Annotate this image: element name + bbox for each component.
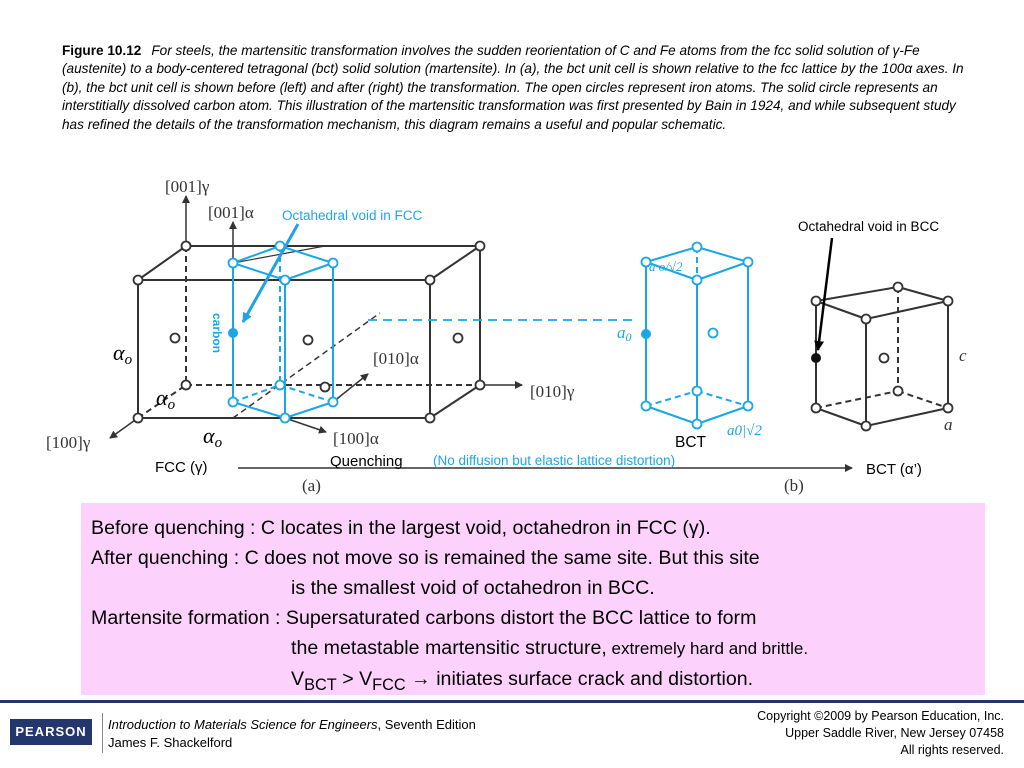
- note-line-4: Martensite formation : Supersaturated ca…: [91, 607, 757, 629]
- fcc-void-pointer: [241, 223, 300, 323]
- axes: [109, 195, 523, 439]
- martensite-diagram: [001]γ [001]α Octahedral void in FCC Oct…: [46, 177, 967, 495]
- label-part-a: (a): [302, 476, 321, 495]
- label-quenching: Quenching: [330, 453, 403, 470]
- v-symbol: V: [291, 668, 305, 690]
- label-001-alpha: [001]α: [208, 203, 254, 222]
- label-octa-fcc: Octahedral void in FCC: [282, 208, 423, 223]
- bcc-void-pointer: [814, 237, 834, 351]
- label-quench-note: (No diffusion but elastic lattice distor…: [433, 453, 675, 468]
- book-edition: , Seventh Edition: [377, 717, 476, 732]
- pearson-logo: PEARSON: [10, 719, 92, 745]
- label-bct: BCT: [675, 434, 707, 451]
- note-line-3: is the smallest void of octahedron in BC…: [291, 577, 655, 599]
- label-part-b: (b): [784, 476, 804, 495]
- label-carbon: carbon: [210, 313, 224, 353]
- figure-label: Figure 10.12: [62, 43, 142, 58]
- footer-rule: [0, 700, 1024, 703]
- copyright-line-2: Upper Saddle River, New Jersey 07458: [785, 726, 1004, 740]
- label-fcc-gamma: FCC (γ): [155, 459, 208, 476]
- label-alpha-o-2: αo: [156, 385, 176, 413]
- v-result: → initiates surface crack and distortion…: [405, 668, 754, 690]
- label-001-gamma: [001]γ: [165, 177, 210, 196]
- note-line-1: Before quenching : C locates in the larg…: [91, 517, 711, 539]
- copyright: Copyright ©2009 by Pearson Education, In…: [757, 708, 1004, 759]
- label-010-gamma: [010]γ: [530, 382, 575, 401]
- fcc-atoms: [132, 240, 486, 424]
- book-title: Introduction to Materials Science for En…: [108, 717, 378, 732]
- copyright-line-1: Copyright ©2009 by Pearson Education, In…: [757, 709, 1004, 723]
- caption-text: For steels, the martensitic transformati…: [62, 43, 964, 132]
- carbon-atom-bcc: [811, 353, 821, 363]
- label-octa-bcc: Octahedral void in BCC: [798, 219, 939, 234]
- v-sub-bct: BCT: [304, 675, 337, 694]
- label-alpha-o-1: αo: [113, 340, 133, 368]
- label-alpha-o-3: αo: [203, 423, 223, 451]
- bct-atoms-before: [640, 241, 754, 430]
- label-a0-sqrt2-bottom: a0|√2: [727, 423, 762, 439]
- v-sub-fcc: FCC: [372, 675, 406, 694]
- carbon-atom-bct: [641, 329, 651, 339]
- bct-cell-before: [645, 246, 749, 425]
- bct-cell-in-fcc: [232, 245, 334, 419]
- note-line-5b: extremely hard and brittle.: [606, 639, 809, 658]
- carbon-atom-fcc: [228, 328, 238, 338]
- note-line-5a: the metastable martensitic structure,: [291, 637, 607, 659]
- book-author: James F. Shackelford: [108, 735, 233, 750]
- label-100-gamma: [100]γ: [46, 433, 91, 452]
- label-a: a: [944, 415, 953, 434]
- label-a0: a0: [617, 323, 632, 344]
- bct-atoms-after: [810, 281, 954, 432]
- note-line-2: After quenching : C does not move so is …: [91, 547, 760, 569]
- note-line-6: VBCT > VFCC → initiates surface crack an…: [91, 664, 975, 700]
- label-bct-alpha: BCT (α’): [866, 461, 922, 478]
- explanation-box: Before quenching : C locates in the larg…: [81, 503, 985, 695]
- copyright-line-3: All rights reserved.: [900, 743, 1004, 757]
- bct-atoms-in-fcc: [227, 240, 339, 424]
- label-010-alpha: [010]α: [373, 349, 419, 368]
- note-line-5: the metastable martensitic structure, ex…: [91, 633, 975, 664]
- v-compare: > V: [336, 668, 373, 690]
- book-info: Introduction to Materials Science for En…: [108, 716, 476, 752]
- label-a0-sqrt2-top: a o/√2: [649, 259, 683, 274]
- label-c: c: [959, 346, 967, 365]
- label-100-alpha: [100]α: [333, 429, 379, 448]
- footer-separator: [102, 713, 103, 753]
